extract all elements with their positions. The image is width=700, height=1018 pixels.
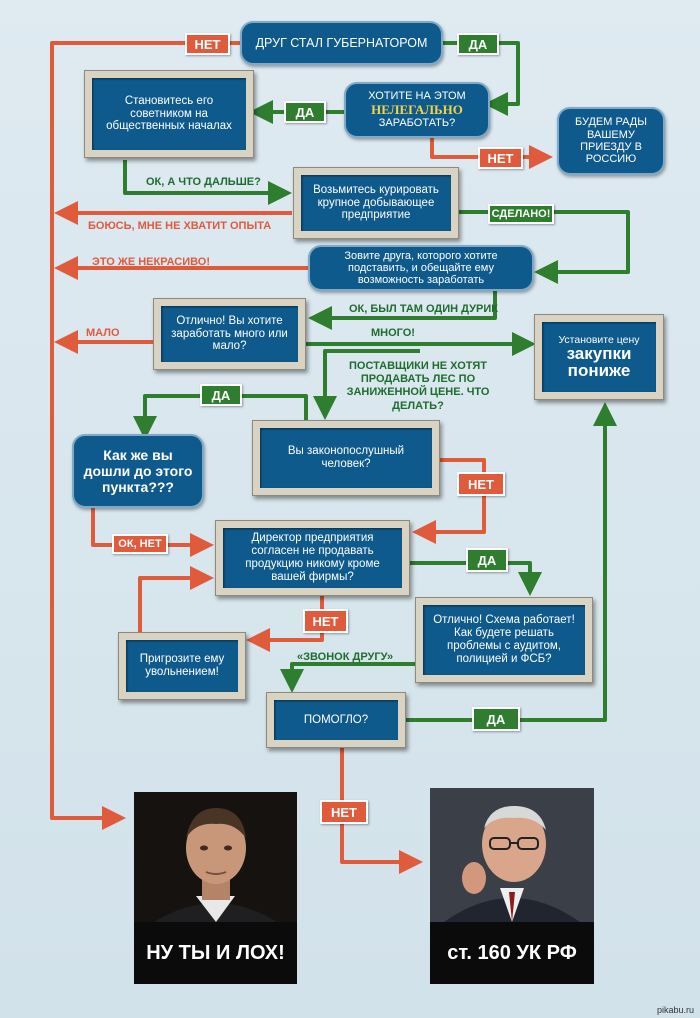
node-how-got-here-text: Как же вы дошли до этого пункта??? bbox=[83, 446, 193, 496]
arrow-call-friend bbox=[280, 662, 415, 693]
photo-right-caption: ст. 160 УК РФ bbox=[447, 941, 577, 964]
arrow-helped-no bbox=[340, 748, 423, 874]
node-invite: Зовите друга, которого хотите подставить… bbox=[308, 245, 534, 291]
label-suppliers: ПОСТАВЩИКИ НЕ ХОТЯТ ПРОДАВАТЬ ЛЕС ПО ЗАН… bbox=[346, 360, 490, 412]
arrow-director-yes bbox=[410, 561, 542, 596]
tag-helped-yes: ДА bbox=[472, 707, 520, 731]
node-curate: Возьмитесь курировать крупное добывающее… bbox=[293, 167, 459, 239]
photo-right: ст. 160 УК РФ bbox=[430, 788, 594, 984]
node-price-line2: закупки bbox=[566, 344, 632, 364]
label-afraid: БОЮСЬ, МНЕ НЕ ХВАТИТ ОПЫТА bbox=[88, 220, 272, 232]
node-director-text: Директор предприятия согласен не продава… bbox=[223, 528, 402, 588]
node-advisor: Становитесь его советником на общественн… bbox=[84, 70, 254, 158]
node-law-abiding-text: Вы законопослушный человек? bbox=[260, 428, 432, 488]
label-done: СДЕЛАНО! bbox=[488, 204, 554, 224]
arrow-threaten-back bbox=[138, 566, 214, 632]
label-much: МНОГО! bbox=[371, 327, 415, 339]
node-welcome: БУДЕМ РАДЫ ВАШЕМУ ПРИЕЗДУ В РОССИЮ bbox=[557, 107, 665, 175]
node-price-line3: пониже bbox=[567, 361, 631, 381]
tag-start-no: НЕТ bbox=[185, 33, 230, 55]
node-price-inner: Установите цену закупки пониже bbox=[542, 322, 656, 392]
node-curate-text: Возьмитесь курировать крупное добывающее… bbox=[301, 175, 451, 231]
node-want-line2: НЕЛЕГАЛЬНО bbox=[371, 101, 463, 117]
node-scheme-works: Отлично! Схема работает! Как будете реша… bbox=[415, 597, 593, 683]
node-threaten-text: Пригрозите ему увольнением! bbox=[126, 640, 238, 692]
tag-start-yes: ДА bbox=[457, 33, 499, 55]
node-law-abiding: Вы законопослушный человек? bbox=[252, 420, 440, 496]
arrow-law-no bbox=[412, 458, 486, 544]
node-price: Установите цену закупки пониже bbox=[534, 314, 664, 400]
portrait-official-icon bbox=[430, 788, 594, 922]
label-call-friend: «ЗВОНОК ДРУГУ» bbox=[297, 651, 394, 663]
label-ok-next: ОК, А ЧТО ДАЛЬШЕ? bbox=[146, 176, 261, 188]
node-how-got-here: Как же вы дошли до этого пункта??? bbox=[72, 434, 204, 508]
tag-want-no: НЕТ bbox=[478, 147, 523, 169]
arrow-start-no bbox=[50, 41, 240, 830]
node-price-line1: Установите цену bbox=[558, 333, 640, 346]
photo-left-caption: НУ ТЫ И ЛОХ! bbox=[146, 941, 285, 964]
tag-helped-no: НЕТ bbox=[320, 800, 368, 824]
node-want-line3: ЗАРАБОТАТЬ? bbox=[378, 117, 456, 130]
credit-text: pikabu.ru bbox=[656, 1005, 694, 1015]
portrait-man-icon bbox=[134, 792, 297, 922]
node-advisor-text: Становитесь его советником на общественн… bbox=[92, 78, 246, 150]
tag-law-no: НЕТ bbox=[457, 472, 505, 496]
tag-want-yes: ДА bbox=[284, 101, 326, 123]
node-start-text: ДРУГ СТАЛ ГУБЕРНАТОРОМ bbox=[255, 36, 428, 50]
tag-law-yes: ДА bbox=[200, 384, 242, 406]
node-director: Директор предприятия согласен не продава… bbox=[215, 520, 410, 596]
label-ok-idiot: ОК, БЫЛ ТАМ ОДИН ДУРИК bbox=[349, 303, 498, 315]
tag-director-yes: ДА bbox=[466, 548, 508, 572]
arrow-ok-idiot bbox=[308, 290, 497, 330]
node-much-or-little-text: Отлично! Вы хотите заработать много или … bbox=[161, 306, 298, 362]
node-start: ДРУГ СТАЛ ГУБЕРНАТОРОМ bbox=[240, 21, 443, 65]
tag-director-no: НЕТ bbox=[303, 609, 348, 633]
node-want-illegal: ХОТИТЕ НА ЭТОМ НЕЛЕГАЛЬНО ЗАРАБОТАТЬ? bbox=[344, 82, 490, 138]
photo-left: НУ ТЫ И ЛОХ! bbox=[134, 792, 297, 984]
arrow-how-ok-no bbox=[91, 508, 214, 557]
label-little: МАЛО bbox=[86, 327, 120, 339]
arrow-suppliers bbox=[313, 349, 420, 420]
label-not-nice: ЭТО ЖЕ НЕКРАСИВО! bbox=[92, 256, 210, 268]
node-welcome-text: БУДЕМ РАДЫ ВАШЕМУ ПРИЕЗДУ В РОССИЮ bbox=[575, 116, 647, 166]
node-helped: ПОМОГЛО? bbox=[266, 692, 406, 748]
node-invite-text: Зовите друга, которого хотите подставить… bbox=[344, 249, 498, 287]
node-helped-text: ПОМОГЛО? bbox=[274, 700, 398, 740]
node-threaten: Пригрозите ему увольнением! bbox=[118, 632, 246, 700]
node-much-or-little: Отлично! Вы хотите заработать много или … bbox=[153, 298, 306, 370]
node-scheme-works-text: Отлично! Схема работает! Как будете реша… bbox=[423, 605, 585, 675]
node-want-line1: ХОТИТЕ НА ЭТОМ bbox=[368, 90, 466, 103]
arrow-ok-next bbox=[123, 160, 292, 205]
label-ok-no: ОК, НЕТ bbox=[112, 534, 168, 554]
